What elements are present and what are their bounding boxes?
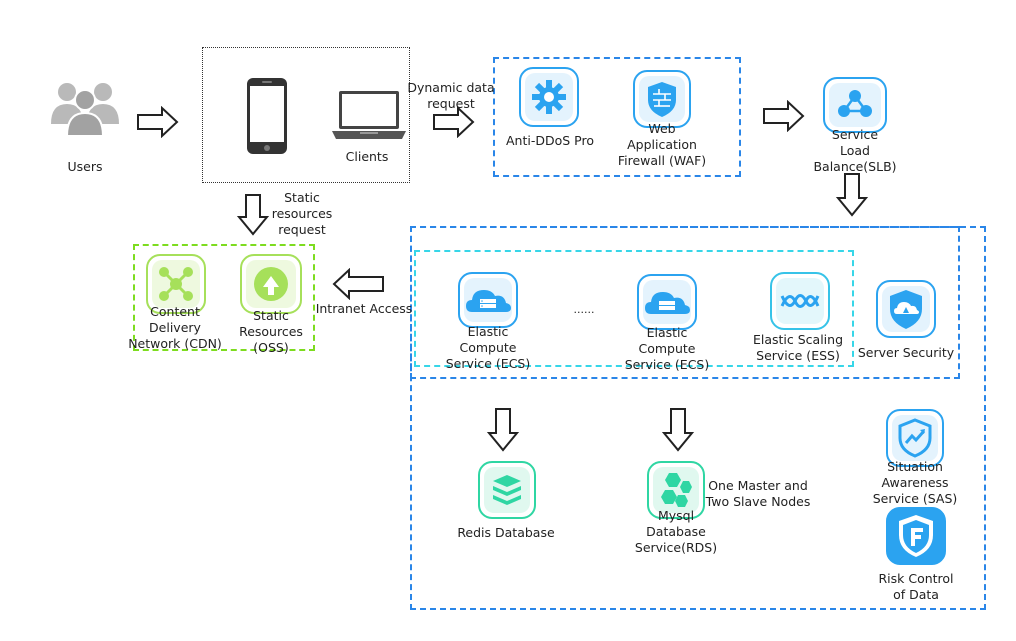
rds-label-2: Database [646,524,706,539]
waf-label-1: Web [648,121,676,136]
server-security-icon [876,280,936,338]
waf-icon [633,70,691,128]
ecs1-label-1: Elastic [467,324,509,339]
ecs-icon [637,274,697,330]
sas-icon [886,409,944,467]
redis-label: Redis Database [457,525,555,540]
rds-note-line-1: One Master and [708,478,808,493]
anti-ddos-icon [519,67,579,127]
phone-icon [247,78,287,154]
redis-icon [478,461,536,519]
sas-label-2: Awareness [881,475,949,490]
cdn-label-1: Content [150,304,200,319]
risk-control-icon [886,507,946,565]
security-group-box [493,57,741,177]
rds-label-3: Service(RDS) [634,540,718,555]
intranet-access-label: Intranet Access [315,301,413,316]
risk-control-label-1: Risk Control [878,571,954,586]
slb-icon [823,77,887,133]
ecs2-label-3: Service (ECS) [624,357,710,372]
oss-label-2: Resources [239,324,303,339]
sas-label-3: Service (SAS) [872,491,958,506]
cdn-label-2: Delivery [149,320,201,335]
oss-label-1: Static [253,308,289,323]
ecs1-label-2: Compute [459,340,517,355]
ecs-ellipsis: ...... [573,303,595,316]
cdn-label-3: Network (CDN) [128,336,222,351]
dynamic-request-label-2: request [427,96,475,111]
ecs-cluster-box [414,250,854,367]
users-icon [51,83,119,137]
ecs1-label-3: Service (ECS) [445,356,531,371]
oss-icon [240,254,302,314]
sas-label-1: Situation [887,459,943,474]
ecs-icon [458,272,518,328]
oss-label-3: (OSS) [253,340,289,355]
slb-label-3: Balance(SLB) [813,159,897,174]
cdn-icon [146,254,206,314]
compute-group-box [410,226,960,379]
ess-icon [770,272,830,330]
rds-label-1: Mysql [657,508,695,523]
static-request-label-2: resources [271,206,333,221]
ecs2-label-2: Compute [638,341,696,356]
waf-label-2: Application [627,137,697,152]
waf-label-3: Firewall (WAF) [617,153,707,168]
rds-icon [647,461,705,519]
static-request-label-1: Static [284,190,320,205]
ess-label-1: Elastic Scaling [752,332,844,347]
arrow-security-to-slb [763,100,805,132]
server-security-label: Server Security [857,345,955,360]
ecs2-label-1: Elastic [646,325,688,340]
arrow-ecs-to-rds [661,408,695,452]
users-label: Users [67,159,103,174]
arrow-slb-down [835,173,869,217]
static-resources-box [133,244,315,351]
rds-note-line-2: Two Slave Nodes [705,494,811,509]
arrow-ecs-to-redis [486,408,520,452]
clients-label: Clients [345,149,389,164]
risk-control-label-2: of Data [893,587,939,602]
arrow-clients-to-security [433,106,475,138]
arrow-intranet-left [332,268,384,300]
static-request-label-3: request [278,222,326,237]
laptop-icon [332,91,406,139]
anti-ddos-label: Anti-DDoS Pro [506,133,594,148]
slb-label-2: Load [840,143,870,158]
arrow-clients-down [236,194,270,236]
dynamic-request-label-1: Dynamic data [407,80,495,95]
slb-label-1: Service [831,127,879,142]
arrow-users-to-clients [137,106,179,138]
clients-group-box [202,47,410,183]
ess-label-2: Service (ESS) [756,348,840,363]
